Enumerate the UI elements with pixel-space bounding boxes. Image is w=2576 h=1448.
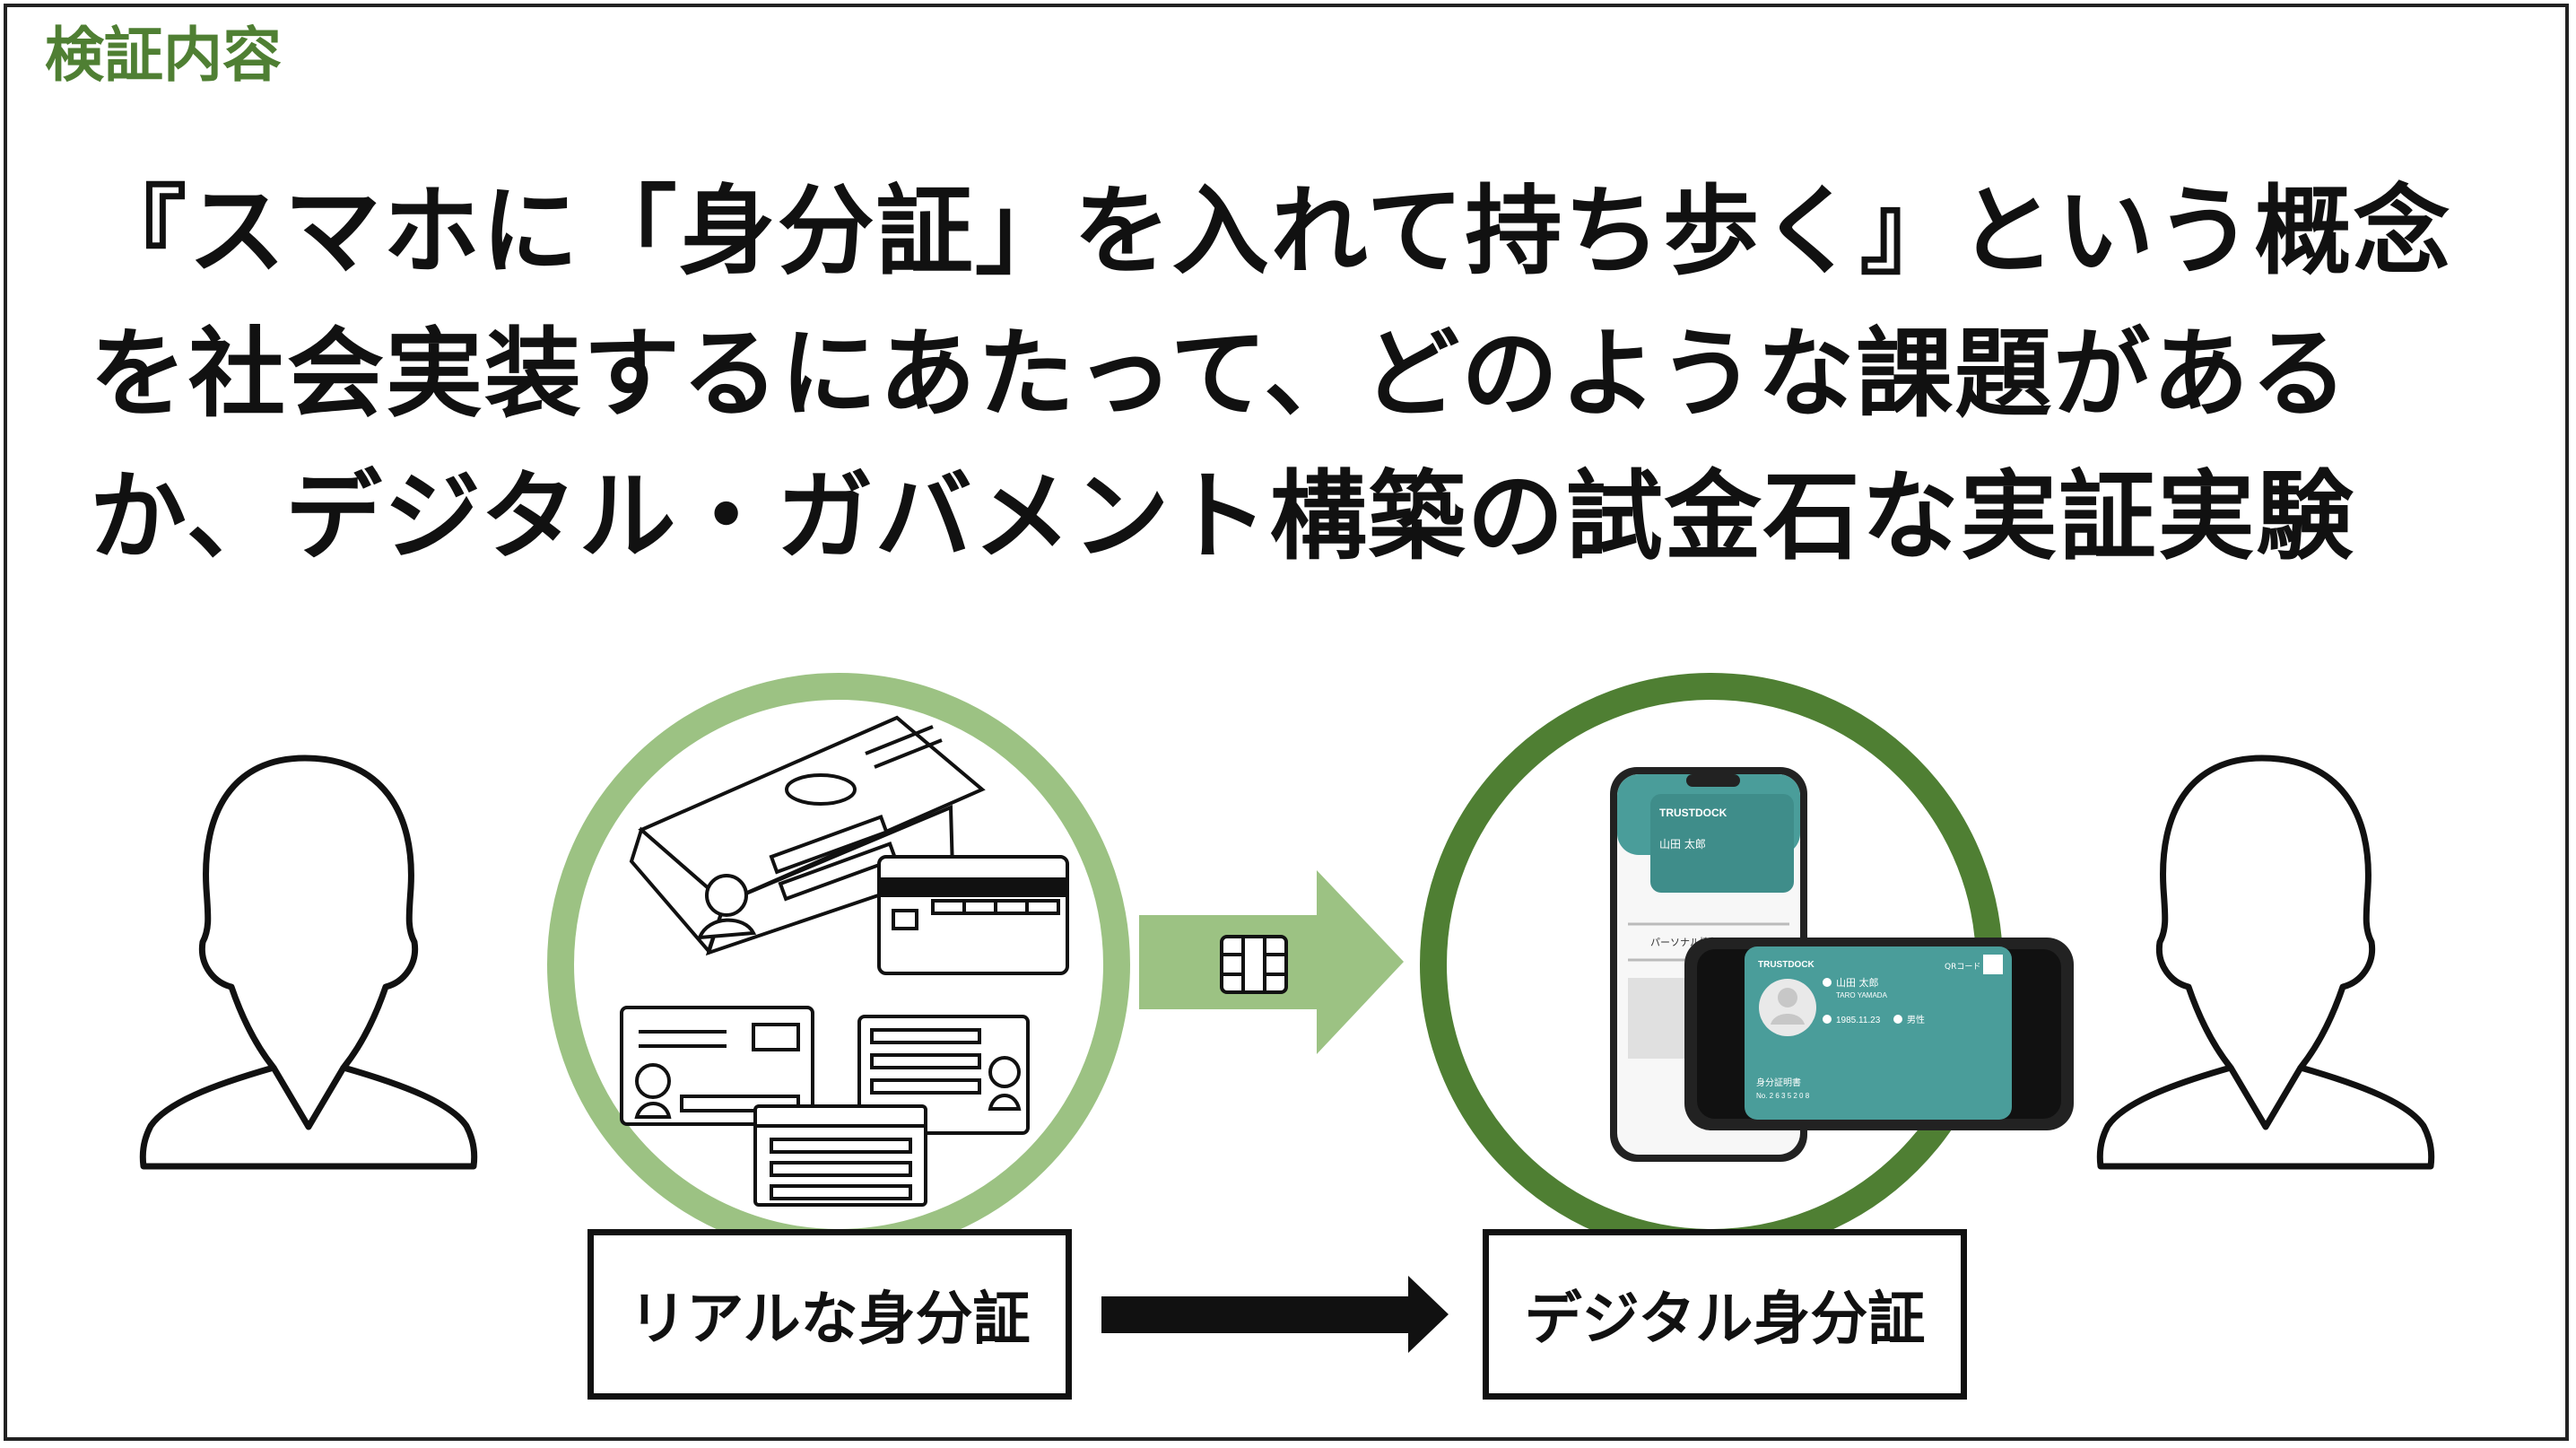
landscape-qr-label: QRコード — [1945, 963, 1980, 972]
phone-name-text: 山田 太郎 — [1659, 837, 1706, 850]
passport-icon — [629, 715, 986, 956]
conversion-arrow — [1101, 1276, 1449, 1353]
id-card-icon — [857, 1015, 1030, 1135]
landscape-id-number-text: No. 2 6 3 5 2 0 8 — [1756, 1092, 1810, 1100]
physical-id-label: リアルな身分証 — [587, 1229, 1072, 1400]
bank-card-icon — [877, 855, 1069, 975]
headline-line-2: を社会実装するにあたって、どのような課題がある — [90, 318, 2350, 431]
landscape-birthdate-text: 1985.11.23 — [1836, 1016, 1881, 1025]
slide-frame — [4, 4, 2569, 1441]
headline: 『スマホに「身分証」を入れて持ち歩く』という概念 を社会実装するにあたって、どの… — [90, 161, 2511, 589]
landscape-gender-text: 男性 — [1907, 1014, 1925, 1025]
section-label: 検証内容 — [45, 21, 282, 90]
landscape-id-label-text: 身分証明書 — [1756, 1077, 1801, 1088]
certificate-card-icon — [753, 1104, 927, 1207]
headline-line-1: 『スマホに「身分証」を入れて持ち歩く』という概念 — [90, 176, 2452, 288]
headline-line-3: か、デジタル・ガバメント構築の試金石な実証実験 — [90, 460, 2355, 573]
phone-brand-text: TRUSTDOCK — [1659, 807, 1727, 819]
landscape-brand-text: TRUSTDOCK — [1758, 960, 1815, 970]
ic-chip-icon — [1220, 935, 1288, 994]
license-card-icon — [620, 1006, 814, 1126]
person-left-icon — [139, 755, 478, 1170]
landscape-name-text: 山田 太郎 — [1836, 976, 1879, 989]
phone-landscape-icon — [1684, 938, 2074, 1130]
digital-id-label: デジタル身分証 — [1483, 1229, 1967, 1400]
landscape-romaji-text: TARO YAMADA — [1836, 991, 1888, 999]
person-right-icon — [2096, 755, 2435, 1170]
